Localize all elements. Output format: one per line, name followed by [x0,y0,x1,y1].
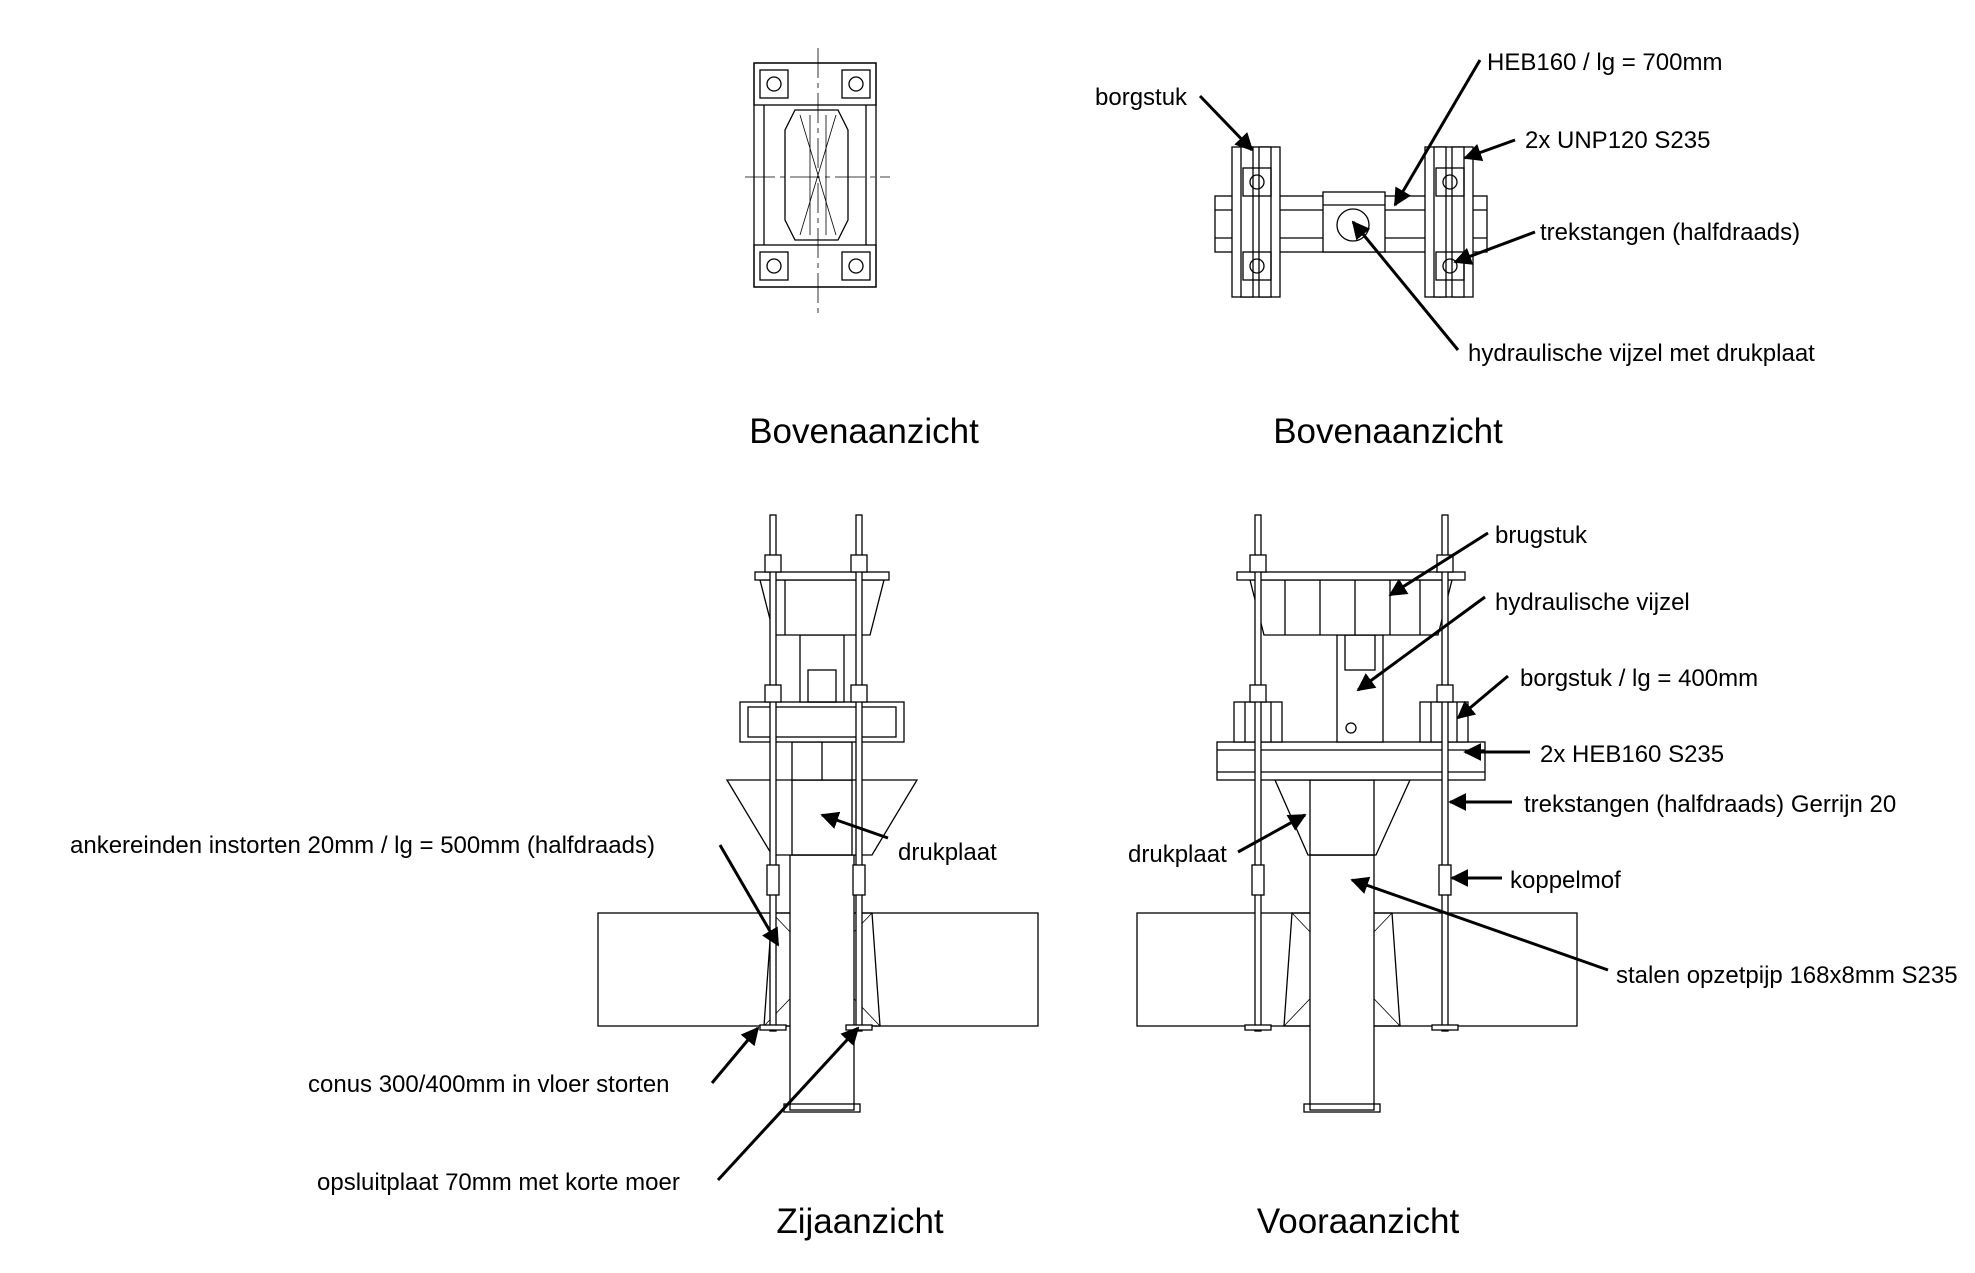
title-side-view: Zijaanzicht [776,1202,944,1241]
label-hydraulische-vijzel-drukplaat: hydraulische vijzel met drukplaat [1468,340,1815,367]
label-opzetpijp: stalen opzetpijp 168x8mm S235 [1616,962,1958,989]
label-ankereinden: ankereinden instorten 20mm / lg = 500mm … [70,832,655,859]
label-borgstuk: borgstuk [1095,84,1188,111]
side-view [597,514,1039,1113]
label-drukplaat-front: drukplaat [1128,841,1227,868]
leader-lines [710,59,1609,1182]
title-top-view-right: Bovenaanzicht [1273,412,1503,451]
label-koppelmof: koppelmof [1510,867,1621,894]
label-heb160-s235: 2x HEB160 S235 [1540,741,1724,768]
title-top-view-left: Bovenaanzicht [749,412,979,451]
label-borgstuk-lg: borgstuk / lg = 400mm [1520,665,1758,692]
label-hydraulische-vijzel: hydraulische vijzel [1495,589,1690,616]
label-drukplaat-side: drukplaat [898,839,997,866]
label-trekstangen-top: trekstangen (halfdraads) [1540,219,1800,246]
top-view-right [1214,146,1488,298]
label-heb160-lg: HEB160 / lg = 700mm [1487,49,1722,76]
label-conus: conus 300/400mm in vloer storten [308,1071,670,1098]
label-trekstangen-front: trekstangen (halfdraads) Gerrijn 20 [1524,791,1896,818]
label-opsluitplaat: opsluitplaat 70mm met korte moer [317,1169,680,1196]
labels: borgstuk HEB160 / lg = 700mm 2x UNP120 S… [70,49,1958,1196]
label-unp120: 2x UNP120 S235 [1525,127,1710,154]
view-titles: Bovenaanzicht Bovenaanzicht Zijaanzicht … [749,412,1503,1241]
top-view-left [745,48,890,315]
label-brugstuk: brugstuk [1495,522,1588,549]
title-front-view: Vooraanzicht [1257,1202,1460,1241]
